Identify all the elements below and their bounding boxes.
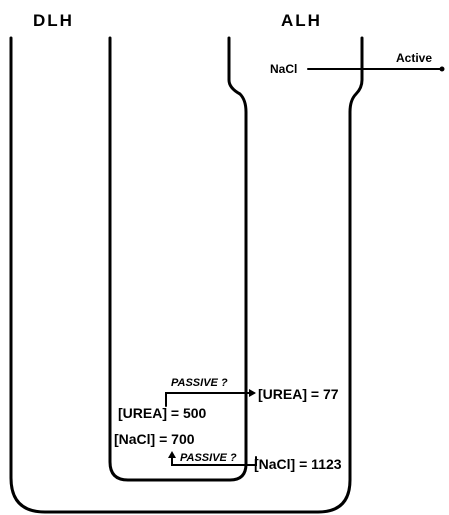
passive-urea-arrow-head <box>249 389 256 397</box>
outer-tubule-wall <box>9 36 364 514</box>
alh-label: ALH <box>281 11 322 30</box>
urea-left-label: [UREA] = 500 <box>118 405 207 421</box>
active-label: Active <box>396 51 432 65</box>
passive-nacl-label: PASSIVE ? <box>180 452 237 464</box>
passive-urea-label: PASSIVE ? <box>171 377 228 389</box>
nacl-top-label: NaCl <box>270 62 297 76</box>
dlh-label: DLH <box>33 11 74 30</box>
passive-urea-arrow <box>165 392 255 407</box>
nacl-right-label: [NaCl] = 1123 <box>254 456 342 472</box>
passive-nacl-arrow-head <box>168 451 176 458</box>
active-arrow-head <box>439 66 445 72</box>
nacl-left-label: [NaCl] = 700 <box>114 431 195 447</box>
passive-nacl-arrow <box>171 455 257 466</box>
urea-right-label: [UREA] = 77 <box>258 386 339 402</box>
